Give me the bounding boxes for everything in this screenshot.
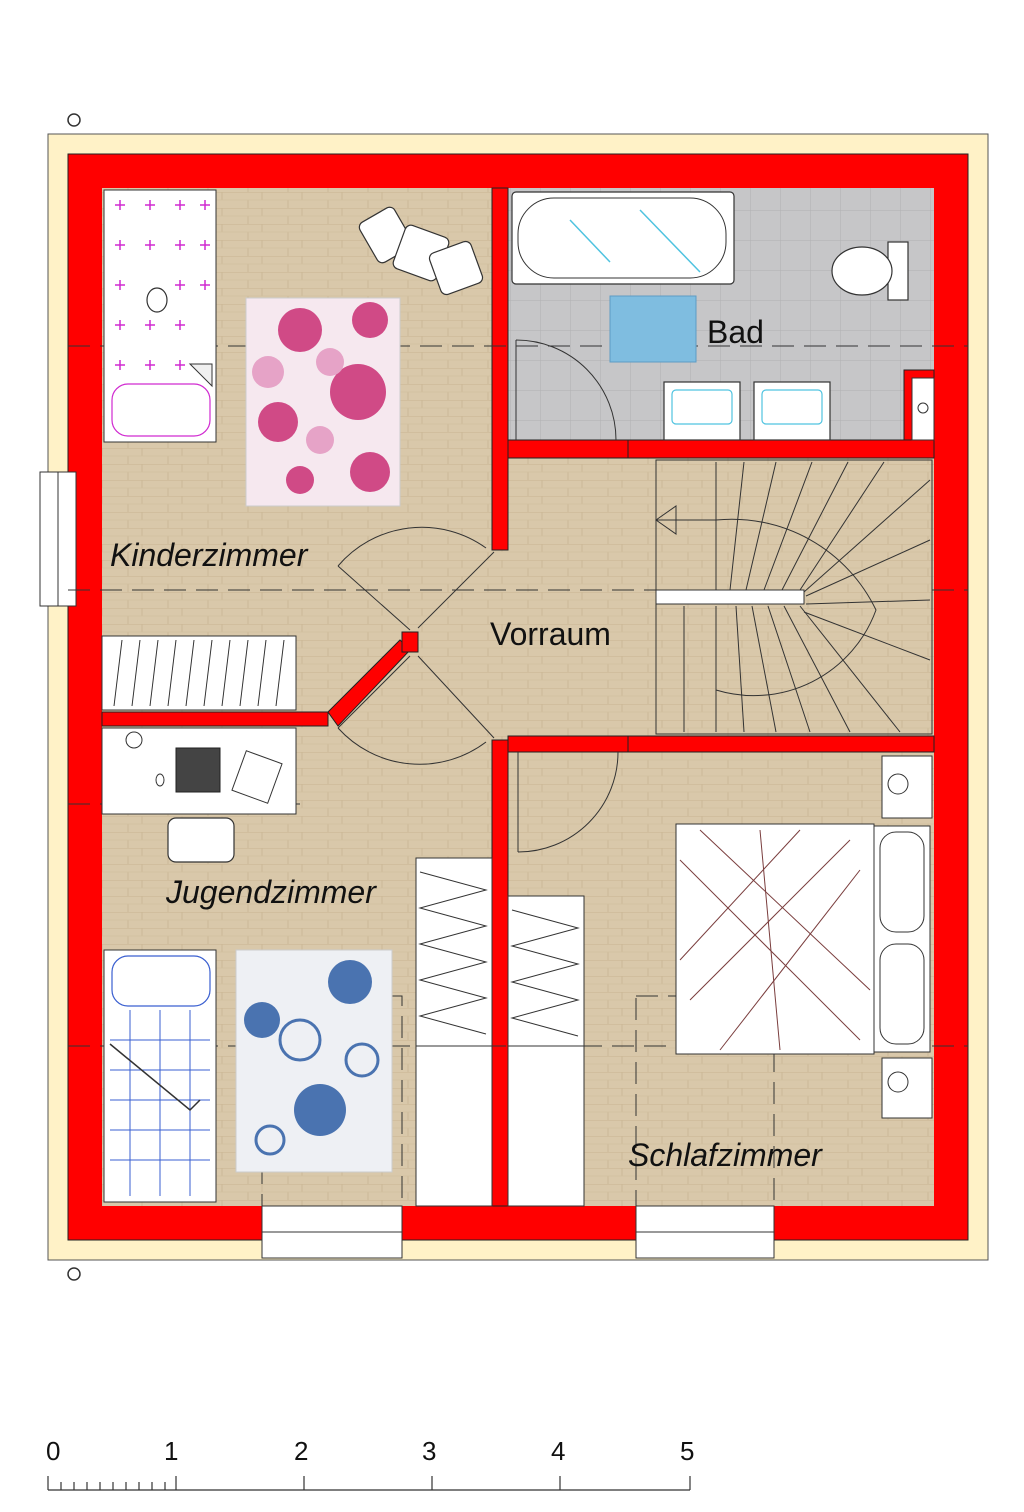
windows: [39, 471, 775, 1259]
corridor-wardrobes: [415, 857, 585, 1207]
scale-tick-1: 1: [164, 1436, 178, 1466]
double-bed: [675, 823, 931, 1055]
teen-bed: [103, 949, 217, 1203]
bathroom-shower-drain: [911, 377, 935, 441]
kids-wardrobe: [101, 635, 297, 711]
teen-desk: [101, 727, 297, 815]
bathroom-door-swing: [515, 339, 617, 441]
corner-marker-top: [67, 113, 81, 127]
room-label-bad: Bad: [707, 314, 764, 350]
room-label-schlafzimmer: Schlafzimmer: [628, 1137, 823, 1173]
scale-tick-2: 2: [294, 1436, 308, 1466]
toilet: [831, 241, 909, 301]
scale-bar: 0 1 2 3 4 5: [46, 1436, 694, 1491]
room-label-vorraum: Vorraum: [490, 616, 611, 652]
scale-tick-0: 0: [46, 1436, 60, 1466]
kids-bed: [103, 189, 217, 443]
scale-tick-5: 5: [680, 1436, 694, 1466]
bath-mat: [609, 295, 697, 363]
staircase: [655, 459, 933, 735]
room-label-jugendzimmer: Jugendzimmer: [165, 874, 377, 910]
room-label-kinderzimmer: Kinderzimmer: [110, 537, 309, 573]
scale-tick-3: 3: [422, 1436, 436, 1466]
teen-flower-rug: [235, 949, 393, 1173]
kids-chairs: [358, 206, 484, 296]
corner-marker-bottom: [67, 1267, 81, 1281]
nightstands: [881, 755, 933, 1119]
teen-chair: [167, 817, 235, 863]
scale-tick-4: 4: [551, 1436, 565, 1466]
door-swings: [337, 526, 619, 853]
bathtub: [511, 191, 735, 285]
sinks: [663, 381, 831, 441]
kids-flower-rug: [245, 297, 401, 507]
